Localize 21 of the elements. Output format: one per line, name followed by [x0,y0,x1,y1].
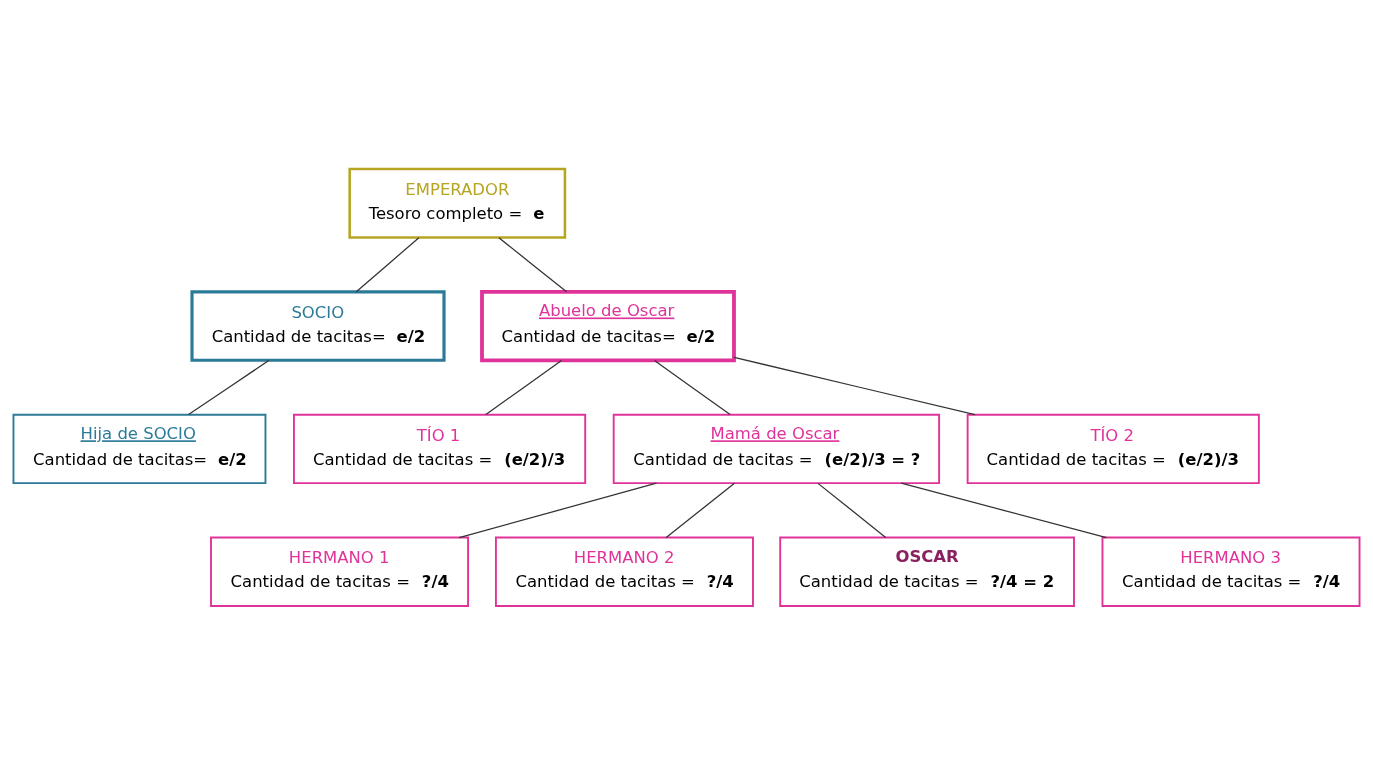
connector [817,482,887,538]
node-box: HERMANO 2 Cantidad de tacitas = ?/4 [494,536,754,607]
node-box: Hija de SOCIO Cantidad de tacitas= e/2 [12,413,267,484]
connector [900,482,1108,538]
connector [498,236,568,292]
node-box: SOCIO Cantidad de tacitas= e/2 [190,289,446,362]
node-box: Mamá de Oscar Cantidad de tacitas = (e/2)/3 = ? [612,413,941,484]
node-box: OSCAR Cantidad de tacitas = ?/4 = 2 [779,536,1075,607]
connector [355,236,420,292]
node-box: HERMANO 1 Cantidad de tacitas = ?/4 [210,536,469,607]
connector [653,359,731,415]
node-box: HERMANO 3 Cantidad de tacitas = ?/4 [1101,536,1361,607]
connector [458,482,658,538]
connector [733,356,976,415]
connector [665,482,736,538]
node-box: TÍO 2 Cantidad de tacitas = (e/2)/3 [966,413,1260,484]
node-box: EMPERADOR Tesoro completo = e [348,167,567,239]
node-box: TÍO 1 Cantidad de tacitas = (e/2)/3 [293,413,587,484]
node-box: Abuelo de Oscar Cantidad de tacitas= e/2 [480,289,736,362]
connector [485,359,563,415]
connector [187,359,270,415]
